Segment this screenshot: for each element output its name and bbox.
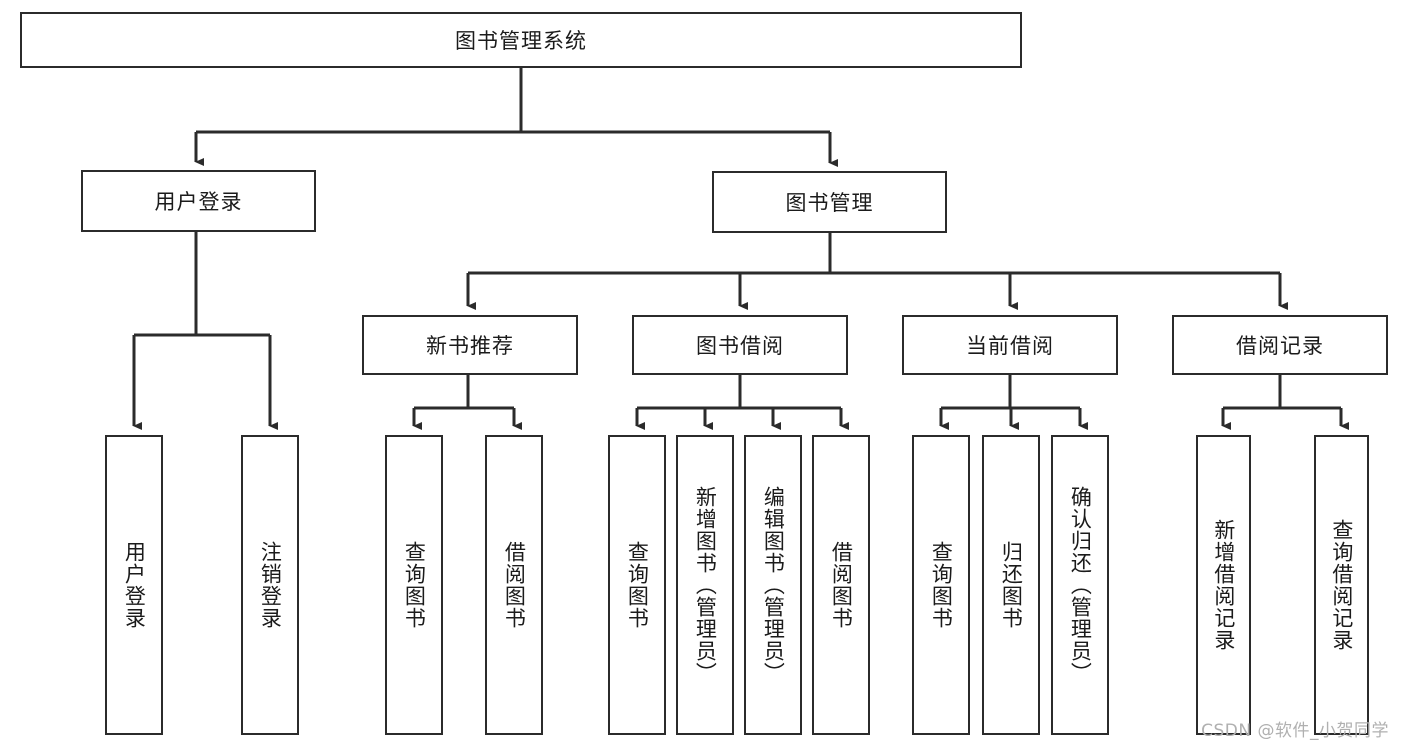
node-label: 用户登录 <box>122 541 147 629</box>
csdn-watermark: CSDN @软件_小贺同学 <box>1201 721 1389 741</box>
node-label: 注销登录 <box>258 541 283 629</box>
node-book-borrow[interactable]: 图书借阅 <box>632 315 848 375</box>
node-leaf-user-login[interactable]: 用户登录 <box>105 435 163 735</box>
node-label: 新增图书（管理员） <box>693 486 718 684</box>
node-label: 编辑图书（管理员） <box>761 486 786 684</box>
node-label: 查询图书 <box>402 541 427 629</box>
node-label: 借阅图书 <box>502 541 527 629</box>
node-user-login[interactable]: 用户登录 <box>81 170 316 232</box>
node-label: 当前借阅 <box>966 334 1054 358</box>
node-label: 查询图书 <box>929 541 954 629</box>
node-label: 借阅记录 <box>1236 334 1324 358</box>
node-borrow-record[interactable]: 借阅记录 <box>1172 315 1388 375</box>
node-leaf-return-book[interactable]: 归还图书 <box>982 435 1040 735</box>
node-leaf-borrow-book-recommend[interactable]: 借阅图书 <box>485 435 543 735</box>
node-root-system[interactable]: 图书管理系统 <box>20 12 1022 68</box>
node-leaf-edit-book[interactable]: 编辑图书（管理员） <box>744 435 802 735</box>
node-label: 查询借阅记录 <box>1329 519 1354 651</box>
node-leaf-query-book-current[interactable]: 查询图书 <box>912 435 970 735</box>
node-label: 新书推荐 <box>426 334 514 358</box>
node-leaf-borrow-book[interactable]: 借阅图书 <box>812 435 870 735</box>
node-leaf-query-borrow-record[interactable]: 查询借阅记录 <box>1314 435 1369 735</box>
node-leaf-user-logout[interactable]: 注销登录 <box>241 435 299 735</box>
node-label: 确认归还（管理员） <box>1068 486 1093 684</box>
node-leaf-query-book-borrow[interactable]: 查询图书 <box>608 435 666 735</box>
node-leaf-query-book-recommend[interactable]: 查询图书 <box>385 435 443 735</box>
node-label: 归还图书 <box>999 541 1024 629</box>
node-label: 查询图书 <box>625 541 650 629</box>
node-current-borrow[interactable]: 当前借阅 <box>902 315 1118 375</box>
node-leaf-add-borrow-record[interactable]: 新增借阅记录 <box>1196 435 1251 735</box>
node-book-manage[interactable]: 图书管理 <box>712 171 947 233</box>
node-label: 借阅图书 <box>829 541 854 629</box>
node-leaf-confirm-return[interactable]: 确认归还（管理员） <box>1051 435 1109 735</box>
node-label: 用户登录 <box>154 190 243 214</box>
node-leaf-add-book[interactable]: 新增图书（管理员） <box>676 435 734 735</box>
node-label: 图书管理系统 <box>455 29 587 53</box>
node-label: 图书借阅 <box>696 334 784 358</box>
node-new-book-recommend[interactable]: 新书推荐 <box>362 315 578 375</box>
node-label: 图书管理 <box>785 191 874 215</box>
node-label: 新增借阅记录 <box>1211 519 1236 651</box>
